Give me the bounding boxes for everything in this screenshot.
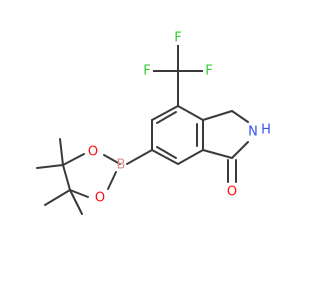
atom-label-f-top: F bbox=[174, 31, 181, 46]
bond bbox=[126, 149, 153, 165]
atom-b: B bbox=[117, 158, 126, 173]
atom-o-carbonyl: O bbox=[227, 185, 237, 200]
bond bbox=[69, 189, 89, 198]
atom-f-right: F bbox=[203, 64, 215, 79]
bond bbox=[69, 189, 83, 215]
bond bbox=[202, 149, 233, 159]
bond bbox=[36, 164, 64, 169]
atom-label-f-left: F bbox=[143, 64, 150, 79]
bond bbox=[156, 146, 177, 159]
bond bbox=[151, 105, 179, 121]
bond bbox=[177, 105, 204, 121]
bond bbox=[156, 111, 177, 124]
bond bbox=[202, 110, 233, 121]
atom-f-top: F bbox=[172, 31, 184, 46]
atom-nh: N H bbox=[248, 123, 271, 140]
bond bbox=[107, 171, 117, 190]
bond bbox=[177, 149, 204, 165]
bonds bbox=[36, 43, 249, 215]
atom-label-f-right: F bbox=[205, 64, 212, 79]
atom-label-o-carbonyl: O bbox=[227, 185, 237, 200]
bond bbox=[231, 110, 249, 123]
atom-label-n: N bbox=[248, 125, 258, 140]
atom-o-lower: O bbox=[95, 191, 105, 206]
atom-label-o-lower: O bbox=[95, 191, 105, 206]
bond bbox=[62, 164, 71, 191]
bond bbox=[59, 138, 64, 166]
atom-f-left: F bbox=[141, 64, 153, 79]
bond bbox=[151, 149, 179, 165]
atom-label-o-upper: O bbox=[88, 145, 98, 160]
bond bbox=[44, 189, 71, 206]
atom-labels: F F F N H O B O O bbox=[88, 31, 271, 206]
atom-label-b: B bbox=[117, 158, 126, 173]
molecule-diagram: F F F N H O B O O bbox=[36, 31, 271, 215]
structure-canvas: F F F N H O B O O bbox=[36, 31, 271, 215]
atom-o-upper: O bbox=[88, 145, 98, 160]
bond bbox=[103, 154, 121, 165]
bond bbox=[62, 153, 85, 166]
atom-label-h: H bbox=[261, 123, 271, 138]
bond bbox=[231, 141, 249, 159]
